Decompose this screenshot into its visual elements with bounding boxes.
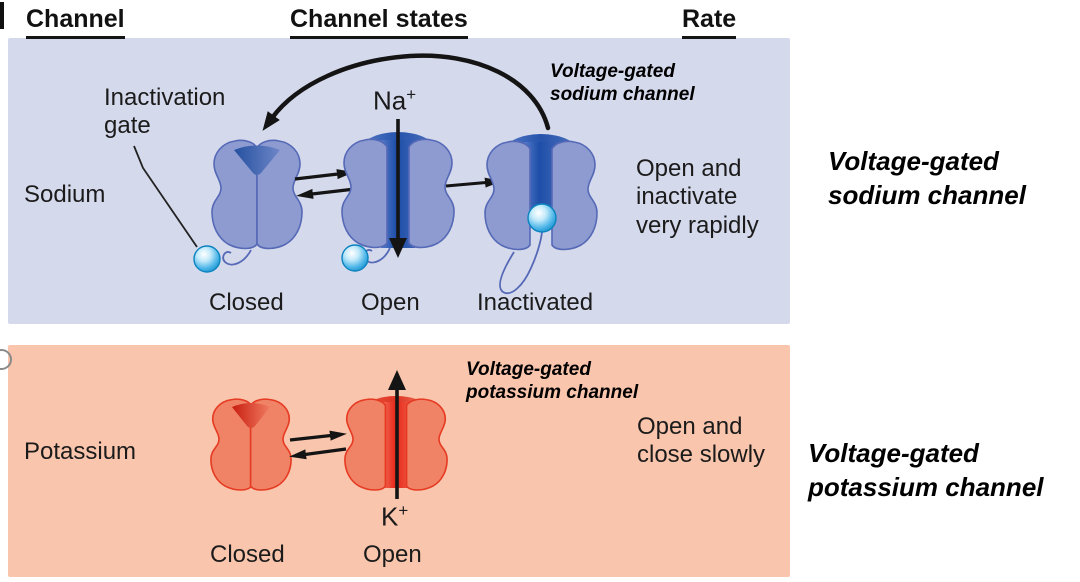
- cropped-text-fragment: [0, 2, 4, 29]
- state-label-closed-k: Closed: [210, 541, 285, 568]
- state-label-closed-na: Closed: [209, 289, 284, 316]
- state-label-open-na: Open: [361, 289, 420, 316]
- sodium-row-label: Sodium: [24, 181, 106, 208]
- header-channel: Channel: [26, 5, 125, 39]
- state-label-inactivated-na: Inactivated: [477, 289, 594, 316]
- potassium-rate-text: Open and close slowly: [637, 413, 766, 469]
- potassium-side-title: Voltage-gated potassium channel: [808, 438, 1044, 502]
- k-ion-charge: +: [398, 501, 409, 520]
- sodium-side-title: Voltage-gated sodium channel: [828, 146, 1026, 210]
- k-ion-base: K: [381, 501, 399, 532]
- sodium-rate-text: Open and inactivate very rapidly: [636, 155, 759, 239]
- na-ion-label: Na+: [373, 85, 416, 117]
- na-ion-base: Na: [373, 85, 407, 116]
- potassium-row-label: Potassium: [24, 438, 137, 465]
- header-rate: Rate: [682, 5, 737, 39]
- inactivation-gate-label: Inactivation gate: [104, 84, 226, 139]
- sodium-channel-internal-title: Voltage-gated sodium channel: [550, 61, 695, 105]
- header-channel-states: Channel states: [290, 5, 468, 39]
- k-ion-label: K+: [381, 501, 408, 533]
- na-ion-charge: +: [406, 85, 417, 104]
- potassium-channel-internal-title: Voltage-gated potassium channel: [466, 359, 639, 403]
- state-label-open-k: Open: [363, 541, 422, 568]
